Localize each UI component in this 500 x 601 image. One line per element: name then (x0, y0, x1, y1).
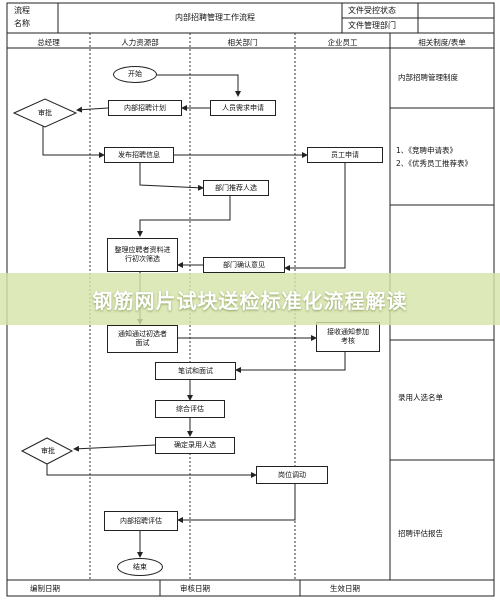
confirm-hire-box: 确定录用人选 (155, 437, 235, 454)
file-control-status-label: 文件受控状态 (348, 6, 396, 15)
note-system: 内部招聘管理制度 (398, 73, 458, 82)
column-header-forms: 相关制度/表单 (418, 38, 466, 47)
staff-request-box: 人员需求申请 (210, 100, 276, 116)
post-transfer-box: 岗位调动 (256, 466, 328, 484)
note-form2: 2、《优秀员工推荐表》 (396, 159, 473, 168)
footer-prepared-date: 编制日期 (30, 584, 60, 593)
process-label: 流程 (14, 6, 30, 15)
note-form1: 1、《竞聘申请表》 (396, 146, 458, 155)
note-hire-list: 录用人选名单 (398, 393, 443, 402)
name-label: 名称 (14, 19, 30, 28)
footer-reviewed-date: 审核日期 (180, 584, 210, 593)
banner-title: 钢筋网片试块送检标准化流程解读 (92, 288, 408, 313)
internal-eval-box: 内部招聘评估 (104, 511, 178, 531)
publish-info-box: 发布招聘信息 (104, 147, 174, 163)
column-header-employee: 企业员工 (327, 38, 358, 47)
comprehensive-eval-box: 综合评估 (155, 400, 225, 418)
title-banner: 钢筋网片试块送检标准化流程解读 (0, 273, 500, 325)
approve-top-diamond (12, 98, 78, 128)
start-node: 开始 (113, 66, 157, 83)
dept-recommend-box: 部门推荐人选 (203, 180, 269, 196)
end-node: 结束 (117, 558, 163, 576)
approve-top-label: 审批 (38, 109, 52, 117)
internal-plan-box: 内部招聘计划 (108, 100, 182, 116)
employee-apply-box: 员工申请 (307, 147, 383, 163)
column-header-gm: 总经理 (37, 38, 60, 47)
approve-bottom-label: 审批 (41, 447, 55, 455)
approve-bottom-diamond (20, 437, 74, 465)
notify-candidates-box: 通知通过初选者面试 (107, 325, 178, 353)
note-eval-report: 招聘评估报告 (398, 529, 443, 538)
dept-opinion-box: 部门确认意见 (203, 257, 285, 273)
footer-effective-date: 生效日期 (330, 584, 360, 593)
file-management-dept-label: 文件管理部门 (348, 21, 396, 30)
column-header-hr: 人力资源部 (121, 38, 159, 47)
document-title: 内部招聘管理工作流程 (175, 13, 255, 22)
column-header-dept: 相关部门 (227, 38, 258, 47)
written-interview-box: 笔试和面试 (155, 362, 236, 380)
receive-notice-box: 接收通知参加考核 (316, 322, 380, 352)
organize-materials-box: 整理应聘者资料进行初次筛选 (107, 238, 178, 272)
